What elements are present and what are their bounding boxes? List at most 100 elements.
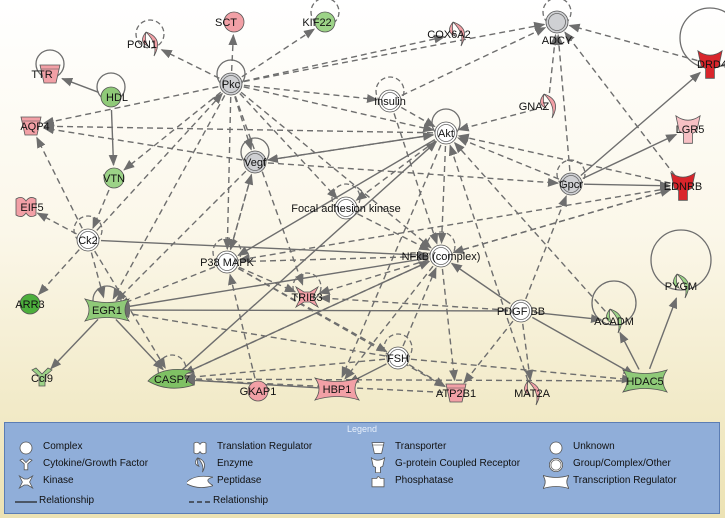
node-label: ARR3	[15, 299, 44, 311]
node-pon1[interactable]: PON1	[127, 31, 158, 57]
legend-title: Legend	[346, 424, 378, 434]
node-label: HDAC5	[626, 376, 663, 388]
edge-pkc-to-adcy	[243, 21, 546, 83]
edge-akt-to-fak	[355, 140, 437, 201]
legend-phosphatase-icon	[371, 476, 385, 488]
node-ttr[interactable]: TTR	[31, 64, 61, 84]
group-icon	[246, 153, 264, 171]
node-mat2a[interactable]: MAT2A	[514, 380, 551, 406]
node-hdac5[interactable]: HDAC5	[621, 369, 669, 393]
self-loop-nfkb	[426, 231, 456, 261]
node-adcy[interactable]: ADCY	[542, 10, 573, 47]
kinase-icon	[295, 285, 319, 309]
legend-item-label: Group/Complex/Other	[573, 458, 671, 469]
gpcr-icon	[697, 49, 723, 79]
edge-insulin-to-adcy	[401, 26, 547, 97]
edge-vegf-to-aqp4	[42, 125, 243, 161]
transcription-icon	[313, 377, 361, 401]
node-arr3[interactable]: ARR3	[15, 293, 45, 315]
cytokine-icon	[31, 367, 53, 387]
edge-hdac5-to-casp7	[183, 374, 633, 384]
edge-gnaz-to-akt	[457, 108, 536, 132]
node-egr1[interactable]: EGR1	[83, 298, 131, 322]
group-icon	[562, 175, 580, 193]
node-pkc[interactable]: Pkc	[219, 72, 243, 96]
enzyme-icon	[524, 380, 540, 406]
node-hdl[interactable]: HDL	[100, 86, 128, 108]
node-gnaz[interactable]: GNAZ	[519, 93, 556, 119]
node-atp2b1[interactable]: ATP2B1	[436, 383, 476, 403]
node-sct[interactable]: SCT	[215, 11, 245, 33]
node-label: Pkc	[222, 79, 241, 91]
self-loop-kif22	[310, 0, 340, 27]
node-trib3[interactable]: TRIB3	[291, 285, 323, 309]
self-loop-trib3	[292, 272, 322, 302]
group-icon	[222, 75, 240, 93]
transporter-icon	[20, 116, 42, 136]
node-label: PYGM	[665, 281, 697, 293]
node-label: Ck2	[78, 235, 98, 247]
edge-fsh-to-hdac5	[410, 358, 634, 384]
edge-vegf-to-gpcr	[267, 162, 560, 187]
node-insulin[interactable]: Insulin	[374, 89, 406, 113]
node-label: GKAP1	[240, 386, 277, 398]
node-pygm[interactable]: PYGM	[665, 273, 697, 299]
node-label: HBP1	[323, 384, 352, 396]
node-acadm[interactable]: ACADM	[594, 308, 634, 334]
edge-fsh-to-casp7	[183, 358, 386, 382]
node-fak[interactable]: Focal adhesion kinase	[291, 196, 401, 220]
edge-egr1-to-ccl9	[50, 318, 99, 370]
node-drd4[interactable]: DRD4	[697, 49, 725, 79]
group-icon	[389, 349, 407, 367]
edge-pdgfbb-to-atp2b1	[463, 320, 514, 384]
edge-atp2b1-to-casp7	[183, 375, 444, 394]
node-vtn[interactable]: VTN	[103, 167, 125, 189]
enzyme-icon	[449, 21, 465, 47]
node-eif5[interactable]: EIF5	[15, 197, 44, 217]
edge-nfkb-to-egr1	[118, 257, 429, 311]
edge-fsh-to-nfkb	[402, 266, 437, 347]
legend-enzyme-icon	[195, 457, 205, 473]
node-aqp4[interactable]: AQP4	[20, 116, 50, 136]
node-ccl9[interactable]: Ccl9	[31, 367, 53, 387]
node-gpcr[interactable]: Gpcr	[559, 172, 583, 196]
legend-circle-icon	[19, 441, 33, 455]
legend-item-label: Relationship	[213, 495, 269, 506]
legend-transporter-icon	[371, 442, 385, 454]
node-casp7[interactable]: CASP7	[147, 368, 196, 389]
node-akt[interactable]: Akt	[434, 121, 458, 145]
node-nfkb[interactable]: NFkB (complex)	[402, 244, 481, 268]
node-kif22[interactable]: KIF22	[302, 11, 336, 33]
node-vegf[interactable]: Vegf	[243, 150, 267, 174]
edge-gpcr-to-ednrb	[583, 181, 672, 191]
node-hbp1[interactable]: HBP1	[313, 377, 361, 401]
edge-insulin-to-akt	[400, 106, 436, 128]
legend-translation-icon	[193, 441, 207, 455]
enzyme-icon	[142, 31, 158, 57]
legend-circle-icon	[549, 441, 563, 455]
node-label: P38 MAPK	[200, 257, 254, 269]
node-label: Ccl9	[31, 373, 53, 385]
node-label: Insulin	[374, 96, 406, 108]
node-fsh[interactable]: FSH	[386, 346, 410, 370]
node-cox6a2[interactable]: COX6A2	[427, 21, 471, 47]
enzyme-icon	[606, 308, 622, 334]
edge-p38-to-trib3	[238, 266, 297, 293]
node-gkap1[interactable]: GKAP1	[240, 380, 277, 402]
edge-mat2a-to-akt	[448, 144, 529, 381]
edge-ednrb-to-p38	[238, 187, 671, 263]
edge-pkc-to-vegf	[234, 96, 253, 151]
node-ednrb[interactable]: EDNRB	[664, 171, 703, 201]
edge-hdac5-to-acadm	[619, 331, 640, 370]
edge-pdgfbb-to-egr1	[118, 305, 509, 315]
edge-ednrb-to-adcy	[564, 31, 676, 177]
edge-ck2-to-eif5	[36, 212, 77, 235]
node-lgr5[interactable]: LGR5	[675, 114, 705, 144]
peptidase-icon	[147, 368, 196, 389]
node-ck2[interactable]: Ck2	[76, 228, 100, 252]
node-p38[interactable]: P38 MAPK	[200, 250, 255, 274]
node-pdgfbb[interactable]: PDGF BB	[497, 299, 545, 323]
legend-dashed-line-icon	[189, 501, 211, 503]
node-label: VTN	[103, 173, 125, 185]
